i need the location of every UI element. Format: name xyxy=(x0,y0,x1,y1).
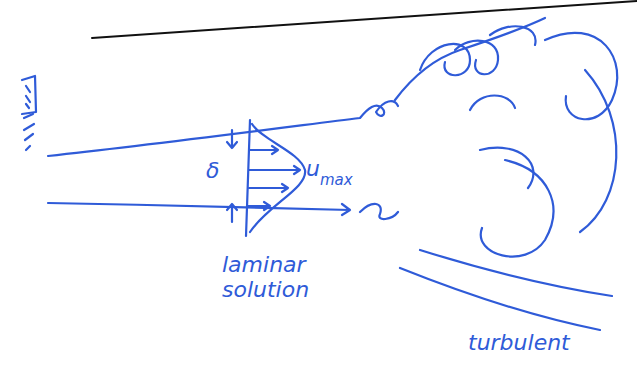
velocity-arrows xyxy=(248,146,300,210)
profile-axis xyxy=(246,120,250,236)
eddy-stroke xyxy=(420,250,612,296)
nozzle-wall-bottom xyxy=(24,114,34,150)
regime-label: turbulent xyxy=(468,330,628,355)
wall-hatch xyxy=(26,86,30,108)
eddy-loop xyxy=(455,41,498,75)
eddy-arc xyxy=(470,96,515,111)
velocity-profile xyxy=(250,124,305,232)
eddy-loop xyxy=(420,44,470,75)
nozzle-wall-top xyxy=(22,76,36,114)
eddy-arc xyxy=(580,70,616,232)
eddy-loop xyxy=(490,26,536,45)
jet-upper-edge xyxy=(48,101,398,156)
thickness-symbol: δ xyxy=(206,158,236,183)
page-rule xyxy=(92,1,637,38)
jet-lower-edge xyxy=(48,203,398,219)
regime-label: laminar solution xyxy=(222,252,332,303)
eddy-loop xyxy=(481,160,554,257)
eddy-stroke xyxy=(395,18,545,100)
velocity-subscript: max xyxy=(320,172,370,189)
thickness-arrows xyxy=(227,130,237,222)
eddy-stroke xyxy=(400,268,600,330)
